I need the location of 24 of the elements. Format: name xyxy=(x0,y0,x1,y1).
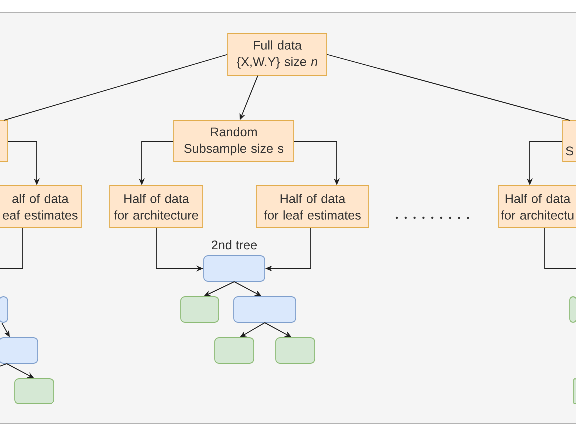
connector-line xyxy=(0,364,8,367)
leaf-box xyxy=(14,378,54,404)
data-box: Full data {X,W.Y} size n xyxy=(228,34,328,76)
leaf-box xyxy=(180,296,220,323)
data-box xyxy=(0,120,8,162)
data-box: Half of data for architecture xyxy=(110,186,204,228)
tree-node-box xyxy=(0,296,8,323)
data-box: S xyxy=(562,120,576,162)
leaf-box xyxy=(570,296,576,323)
tree-caption: 2nd tree xyxy=(212,240,258,250)
leaf-box xyxy=(276,338,316,364)
tree-node-box xyxy=(0,338,38,364)
leaf-box xyxy=(214,338,254,364)
data-box: alf of data eaf estimates xyxy=(0,186,82,228)
connector-line xyxy=(327,54,570,121)
data-box: Half of data for leaf estimates xyxy=(256,186,370,228)
tree-node-box xyxy=(204,256,266,282)
data-box: Half of data for architectu xyxy=(498,186,576,228)
connector-line xyxy=(544,228,576,270)
data-box: Random Subsample size s xyxy=(174,120,294,162)
leaf-box xyxy=(574,378,576,404)
connector-line xyxy=(0,228,24,270)
connector-line xyxy=(4,54,228,121)
tree-node-box xyxy=(234,296,296,323)
